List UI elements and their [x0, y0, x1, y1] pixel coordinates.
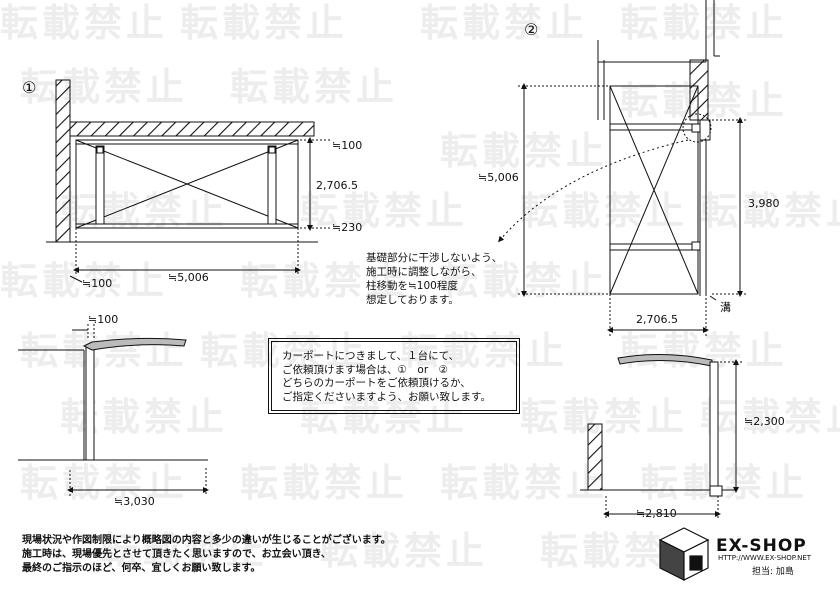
selection-note-box: カーポートにつきまして、１台にて、 ご依頼頂けます場合は、① or ② どちらの… — [268, 338, 520, 414]
watermark-text: 転載禁止 — [0, 1, 169, 45]
watermark-text: 転載禁止 — [100, 529, 269, 573]
label-gutter: 溝 — [720, 301, 731, 314]
dim-view1-height: 2,706.5 — [316, 179, 358, 192]
watermark-text: 転載禁止 — [20, 65, 189, 109]
dim-view1-width: ≒5,006 — [168, 271, 209, 284]
logo-url: HTTP://WWW.EX-SHOP.NET — [718, 554, 812, 562]
dim-view1-left-offset: ≒100 — [82, 277, 113, 290]
watermark-text: 転載禁止 — [240, 259, 409, 303]
elevation-2 — [580, 353, 742, 520]
dim-view1-overhang: ≒100 — [332, 139, 363, 152]
view-1-label: ① — [22, 78, 37, 97]
logo-name: EX-SHOP — [716, 536, 807, 556]
dim-view2-length: ≒5,006 — [478, 171, 519, 184]
watermark-text: 転載禁止 — [0, 259, 169, 303]
watermark-text: 転載禁止 — [240, 461, 409, 505]
watermark-text: 転載禁止 — [20, 329, 189, 373]
watermark-text: 転載禁止 — [300, 395, 469, 439]
watermark-text: 転載禁止 — [60, 189, 229, 233]
watermark-text: 転載禁止 — [20, 461, 189, 505]
wall-top — [69, 121, 315, 137]
footer-disclaimer: 現場状況や作図制限により概略図の内容と多少の違いが生じることがございます。 施工… — [22, 535, 391, 574]
wall-right — [689, 59, 709, 121]
view-1-plan — [46, 79, 330, 283]
watermark-text: 転載禁止 — [300, 189, 469, 233]
view-2-label: ② — [524, 20, 539, 39]
carport-frame — [75, 139, 299, 229]
watermark-text: 転載禁止 — [700, 395, 840, 439]
dim-view2-width: 2,706.5 — [636, 313, 678, 326]
watermark-text: 転載禁止 — [700, 189, 840, 233]
dim-elev2-height: ≒2,300 — [744, 415, 785, 428]
view-2-plan — [498, 0, 746, 336]
watermark-text: 転載禁止 — [400, 329, 569, 373]
watermark-text: 転載禁止 — [640, 461, 809, 505]
watermark-text: 転載禁止 — [620, 1, 789, 45]
staff-label: 担当: 加島 — [752, 567, 794, 577]
post-adjust-note: 基礎部分に干渉しないよう、 施工時に調整しながら、 柱移動を≒100程度 想定し… — [366, 252, 503, 306]
watermark-text: 転載禁止 — [420, 1, 589, 45]
watermark-text: 転載禁止 — [440, 461, 609, 505]
dim-elev1-overhang: ≒100 — [88, 313, 119, 326]
watermark-text: 転載禁止 — [200, 329, 369, 373]
wall-left — [55, 79, 71, 243]
dim-view2-height: 3,980 — [748, 197, 780, 210]
watermark-text: 転載禁止 — [180, 1, 349, 45]
watermark-text: 転載禁止 — [620, 329, 789, 373]
carport-frame-2 — [609, 85, 699, 295]
watermark-text: 転載禁止 — [230, 65, 399, 109]
dim-elev2-width: ≒2,810 — [636, 507, 677, 520]
ex-shop-logo-icon — [658, 527, 710, 581]
elevation-1 — [18, 322, 209, 496]
watermark-text: 転載禁止 — [320, 529, 489, 573]
dim-elev1-width: ≒3,030 — [114, 495, 155, 508]
dim-view1-gap: ≒230 — [332, 221, 363, 234]
